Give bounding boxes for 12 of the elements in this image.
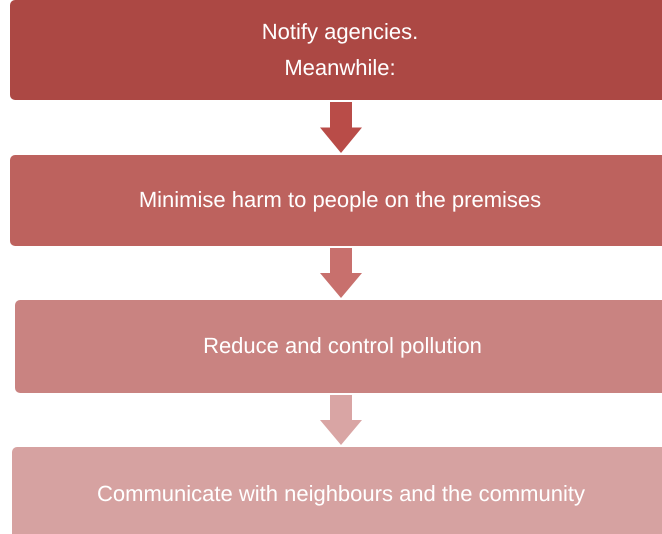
block-arrow <box>320 102 362 153</box>
box-text: Reduce and control pollution <box>203 333 482 360</box>
box-text: Minimise harm to people on the premises <box>138 187 542 214</box>
process-box <box>10 155 662 246</box>
process-box <box>12 447 662 534</box>
process-box <box>10 0 662 100</box>
box-text: Notify agencies. <box>262 18 418 45</box>
block-arrow <box>320 248 362 298</box>
block-arrow <box>320 395 362 445</box>
box-text: Communicate with neighbours and the community <box>97 481 585 508</box>
box-text: Meanwhile: <box>284 55 396 82</box>
process-box <box>15 300 662 393</box>
